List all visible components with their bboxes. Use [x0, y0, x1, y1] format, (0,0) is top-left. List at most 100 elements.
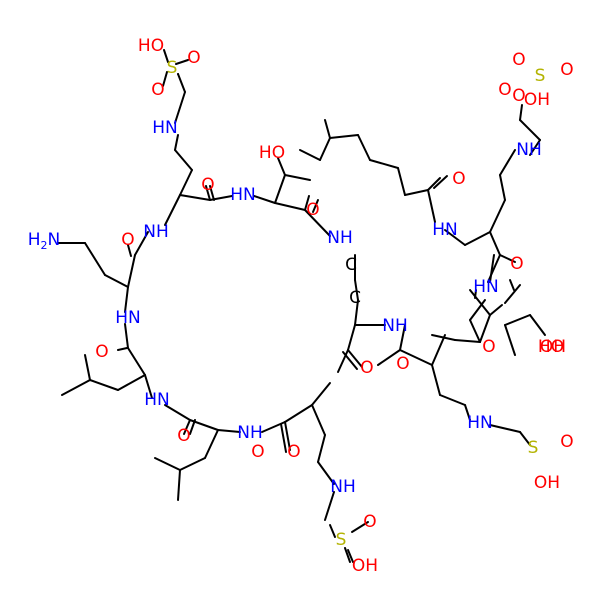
bond-5	[174, 91, 186, 124]
bond-88	[489, 231, 501, 256]
atom-label-21: O	[452, 169, 465, 189]
bond-74	[489, 424, 521, 433]
atom-label-0: HO	[138, 36, 164, 56]
atom-label-31: NH	[330, 477, 356, 497]
atom-label-33: S	[336, 530, 347, 550]
atom-label-2: O	[187, 48, 200, 68]
bond-3	[162, 71, 168, 87]
bond-94	[499, 149, 516, 176]
bond-34	[61, 379, 91, 396]
atom-label-24: O	[482, 337, 495, 357]
bond-85	[469, 299, 486, 321]
bond-14	[253, 195, 276, 204]
bond-98	[427, 189, 436, 223]
bond-70	[431, 334, 446, 366]
atom-label-42: C	[349, 288, 361, 308]
bond-51	[311, 404, 326, 436]
bond-111	[504, 324, 516, 356]
atom-label-38: O	[498, 80, 511, 100]
bond-64	[347, 349, 363, 368]
atom-label-14: O	[95, 342, 108, 362]
bond-9	[164, 194, 181, 226]
bond-55	[329, 524, 336, 538]
atom-label-40: O	[287, 442, 300, 462]
bond-63	[347, 324, 356, 351]
bond-20	[312, 199, 319, 213]
bond-52	[317, 434, 326, 463]
bond-36	[144, 374, 153, 399]
bond-15	[274, 174, 286, 204]
atom-label-46: O	[512, 50, 525, 70]
atom-label-29: O	[560, 432, 573, 452]
atom-label-16: NH	[382, 316, 408, 336]
atom-label-25: HO	[538, 337, 564, 357]
bond-84	[469, 319, 481, 343]
atom-label-10: NH	[143, 222, 169, 242]
atom-label-26: HN	[467, 413, 493, 433]
bond-48	[280, 423, 287, 453]
bond-13	[209, 195, 233, 201]
bond-93	[499, 174, 506, 201]
bond-80	[474, 289, 477, 299]
bond-53	[317, 461, 335, 485]
bond-100	[433, 175, 448, 189]
bond-79	[469, 289, 491, 316]
atom-label-32: O	[251, 442, 264, 462]
bond-67	[399, 324, 406, 351]
bond-107	[319, 137, 331, 161]
bond-31	[127, 347, 146, 376]
bond-11	[205, 185, 211, 201]
bond-23	[127, 244, 132, 257]
bond-68	[377, 349, 401, 366]
atom-label-4: HN	[152, 118, 178, 138]
atom-label-15: HN	[144, 390, 170, 410]
bond-49	[284, 404, 313, 423]
bond-26	[84, 242, 106, 276]
bond-109	[504, 314, 531, 326]
atom-label-13: HN	[115, 308, 141, 328]
bond-40	[189, 419, 219, 431]
bond-72	[439, 394, 466, 406]
bond-69	[399, 349, 433, 366]
atom-label-12: NH	[327, 228, 353, 248]
bond-60	[354, 279, 359, 301]
bond-44	[154, 457, 181, 471]
bond-38	[183, 419, 191, 435]
bond-61	[354, 299, 359, 326]
atom-label-20: NH	[516, 140, 542, 160]
atom-label-22: HN	[473, 277, 499, 297]
bond-57	[344, 547, 351, 563]
atom-label-37: O	[560, 60, 573, 80]
bond-86	[444, 229, 466, 246]
bond-110	[529, 314, 546, 336]
bond-22	[134, 231, 149, 256]
bond-2	[175, 59, 189, 65]
bond-82	[504, 284, 521, 304]
atom-label-7: HN	[230, 185, 256, 205]
bond-28	[124, 286, 129, 313]
bond-42	[204, 429, 219, 459]
atom-label-28: S	[528, 438, 539, 458]
bond-97	[519, 104, 523, 121]
bond-8	[179, 169, 193, 196]
bond-12	[209, 185, 215, 201]
bond-108	[299, 149, 321, 161]
bond-32	[117, 374, 146, 391]
bond-105	[329, 134, 359, 139]
bond-43	[179, 457, 206, 471]
bond-0	[163, 49, 169, 63]
atom-label-35: OH	[352, 556, 378, 576]
bond-54	[324, 491, 335, 521]
bond-47	[284, 421, 291, 451]
bond-95	[529, 139, 541, 156]
bond-41	[217, 429, 241, 433]
atom-label-1: S	[167, 58, 178, 78]
bond-56	[351, 521, 369, 533]
bond-106	[324, 119, 331, 139]
atom-label-5: HO	[259, 143, 285, 163]
bond-29	[124, 323, 129, 349]
bond-78	[479, 314, 491, 343]
bond-87	[464, 231, 491, 246]
bond-50	[311, 382, 331, 406]
